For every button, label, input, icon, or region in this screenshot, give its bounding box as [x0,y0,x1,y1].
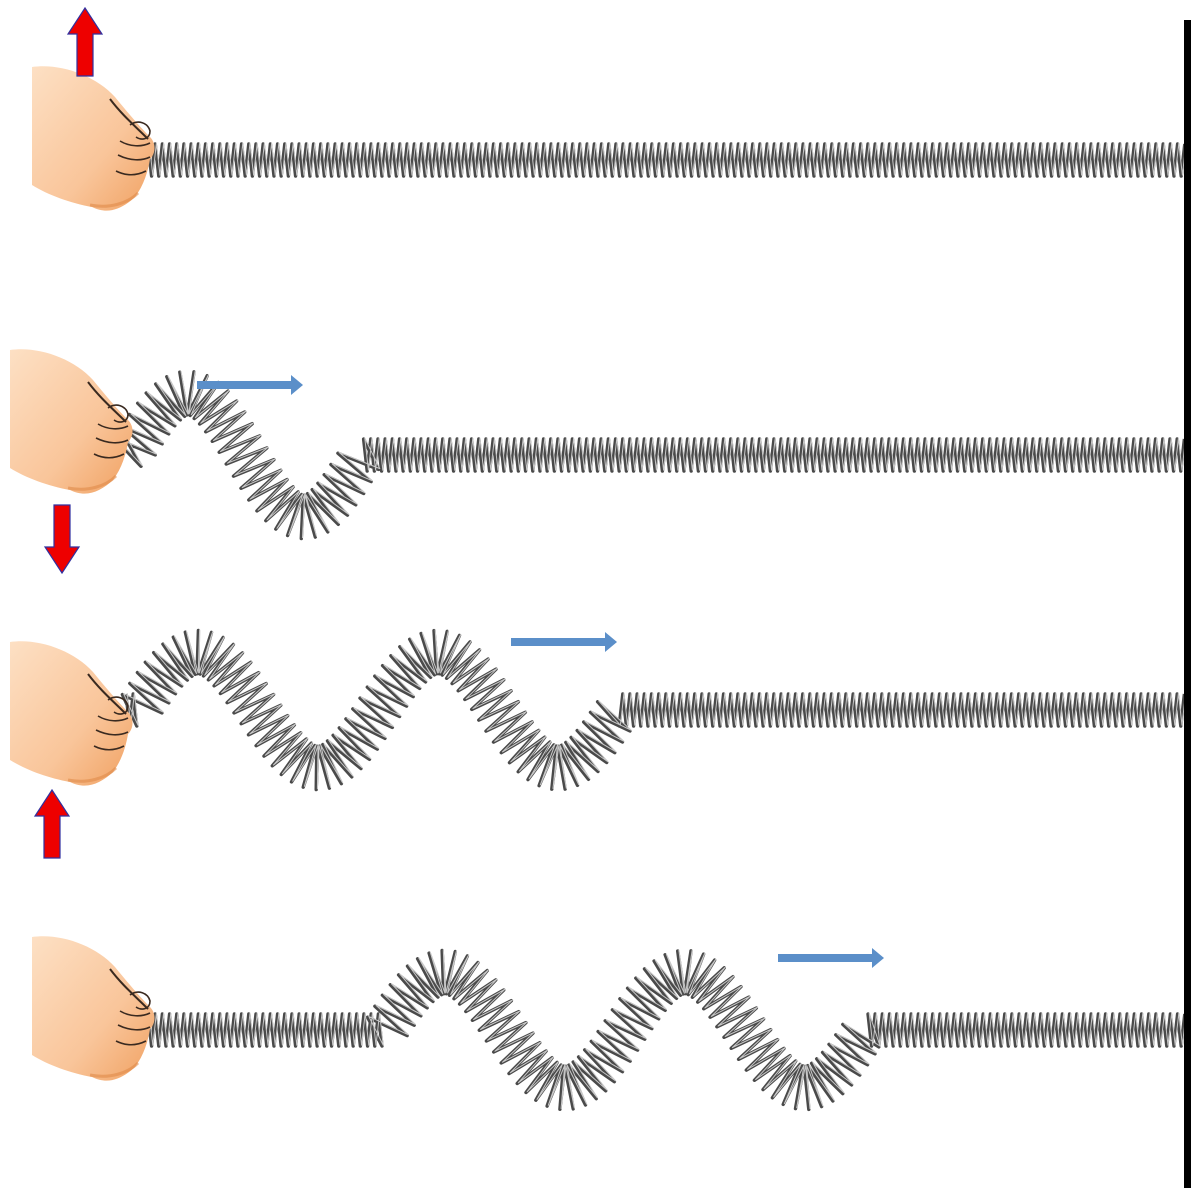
spring-coil-highlight [148,949,1187,1110]
spring-coil-highlight [148,142,1187,176]
hand-shadow [67,474,118,491]
wave-direction-arrow-shaft [511,638,605,646]
hand-palm [32,66,155,211]
spring-coil [120,628,1187,792]
arrow-up-icon [66,6,104,77]
arrow-right-icon [291,375,303,395]
fixed-wall [1184,20,1191,1188]
spring-coil-highlight [115,370,1187,539]
hand-palm [10,349,133,494]
panel-2 [10,349,1187,575]
hand-knuckle-line [109,98,149,140]
hand-shadow [67,766,118,783]
wave-direction-arrow-shaft [197,381,291,389]
arrow-right-icon [605,632,617,652]
hand-finger-lines [93,423,129,459]
panel-1 [32,6,1187,211]
wave-direction-arrow-shaft [778,954,872,962]
hand-icon [32,936,155,1081]
hand-icon [32,66,155,211]
hand-knuckle-line [87,381,127,423]
hand-finger-lines [115,140,151,176]
spring-coil-highlight [123,629,1187,790]
arrow-up-icon [33,788,71,859]
hand-knuckle-line [87,673,127,715]
hand-thumb-line [129,991,151,1010]
hand-knuckle-line [109,968,149,1010]
hand-palm [32,936,155,1081]
hand-palm [10,641,133,786]
arrow-down-icon [43,504,81,575]
hand-shadow [89,191,140,208]
spring-coil [146,948,1187,1112]
spring-coil [146,142,1187,178]
hand-thumb-line [129,121,151,140]
hand-thumb-line [107,404,129,423]
panel-3 [10,628,1187,859]
hand-finger-lines [93,715,129,751]
spring-coil [113,370,1187,541]
hand-finger-lines [115,1010,151,1046]
hand-shadow [89,1061,140,1078]
hand-thumb-line [107,696,129,715]
arrow-right-icon [872,948,884,968]
hand-icon [10,641,133,786]
hand-icon [10,349,133,494]
panel-4 [32,936,1187,1112]
